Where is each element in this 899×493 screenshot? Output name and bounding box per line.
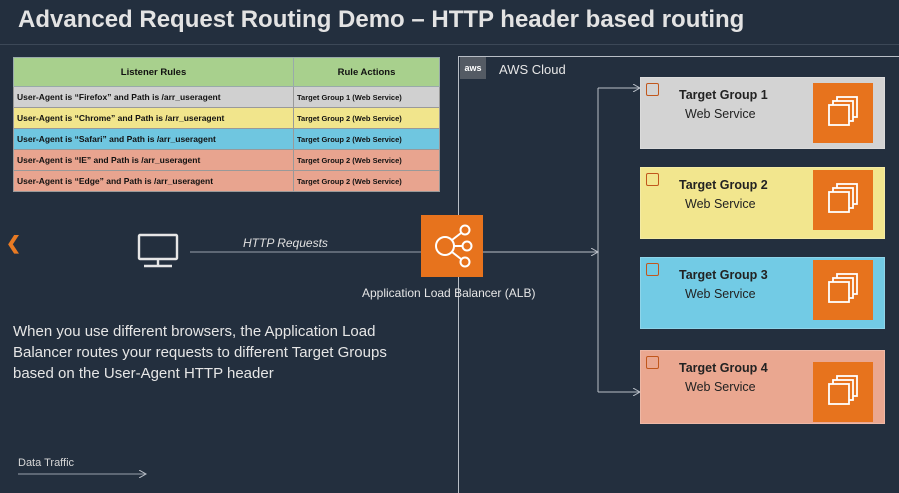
- target-group-3[interactable]: Target Group 3 Web Service: [640, 257, 885, 329]
- ec2-instances-icon: [813, 83, 873, 143]
- title-divider: [0, 44, 899, 45]
- group-icon: [646, 83, 659, 96]
- http-requests-label: HTTP Requests: [243, 236, 328, 250]
- target-group-2[interactable]: Target Group 2 Web Service: [640, 167, 885, 239]
- group-icon: [646, 263, 659, 276]
- table-row: User-Agent is “Chrome” and Path is /arr_…: [12, 107, 440, 129]
- listener-rules-table: Listener Rules Rule Actions User-Agent i…: [12, 57, 440, 192]
- aws-logo-icon: aws: [460, 57, 486, 79]
- ec2-instances-icon: [813, 170, 873, 230]
- ec2-instances-icon: [813, 362, 873, 422]
- aws-cloud-label: AWS Cloud: [499, 62, 566, 77]
- target-group-name: Target Group 2: [679, 178, 768, 192]
- header-listener-rules: Listener Rules: [12, 57, 295, 87]
- description-text: When you use different browsers, the App…: [13, 323, 387, 382]
- action-cell: Target Group 2 (Web Service): [293, 170, 440, 192]
- target-group-service: Web Service: [685, 197, 756, 211]
- alb-label: Application Load Balancer (ALB): [362, 286, 536, 300]
- target-group-service: Web Service: [685, 287, 756, 301]
- page-title: Advanced Request Routing Demo – HTTP hea…: [18, 6, 745, 33]
- chevron-left-icon[interactable]: ❮: [6, 233, 22, 253]
- target-group-name: Target Group 1: [679, 88, 768, 102]
- target-group-name: Target Group 4: [679, 361, 768, 375]
- table-row: User-Agent is “Edge” and Path is /arr_us…: [12, 170, 440, 192]
- table-header-row: Listener Rules Rule Actions: [12, 57, 440, 87]
- header-rule-actions: Rule Actions: [293, 57, 440, 87]
- desktop-computer-icon: [137, 233, 179, 268]
- group-icon: [646, 356, 659, 369]
- target-group-service: Web Service: [685, 380, 756, 394]
- rule-cell: User-Agent is “Edge” and Path is /arr_us…: [12, 170, 295, 192]
- group-icon: [646, 173, 659, 186]
- target-group-service: Web Service: [685, 107, 756, 121]
- target-group-name: Target Group 3: [679, 268, 768, 282]
- legend-data-traffic-label: Data Traffic: [18, 457, 75, 469]
- table-row: User-Agent is “IE” and Path is /arr_user…: [12, 149, 440, 171]
- target-group-1[interactable]: Target Group 1 Web Service: [640, 77, 885, 149]
- ec2-instances-icon: [813, 260, 873, 320]
- load-balancer-icon: [421, 215, 483, 277]
- target-group-4[interactable]: Target Group 4 Web Service: [640, 350, 885, 424]
